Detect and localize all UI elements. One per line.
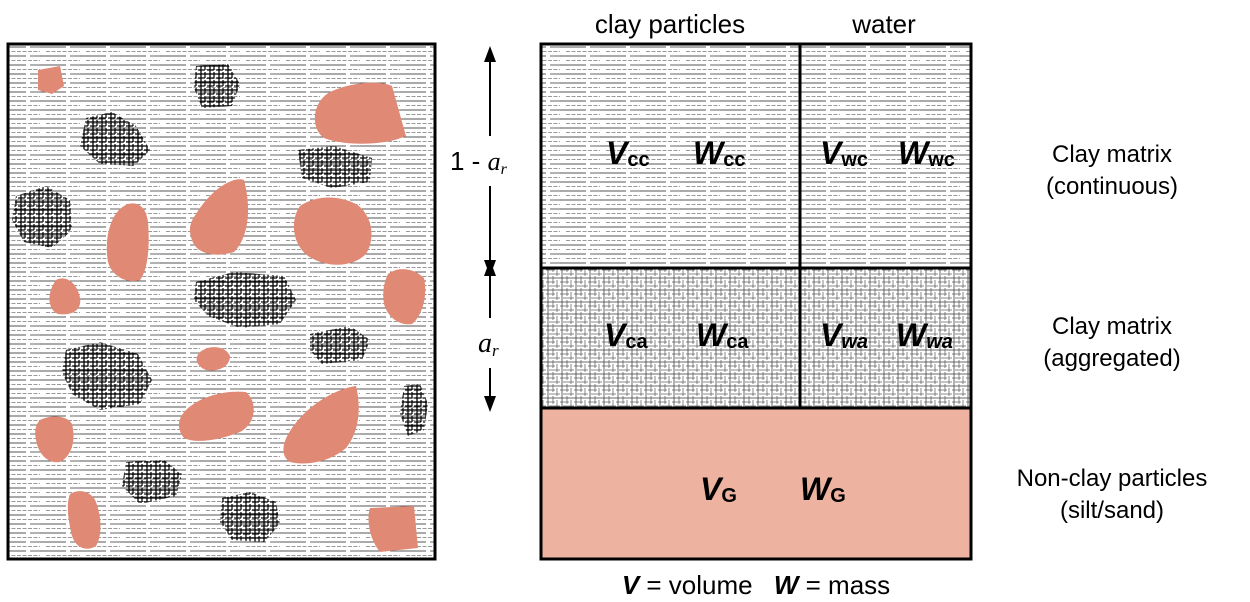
clay-aggregate [122,460,182,504]
clay-aggregate [194,64,240,108]
clay-aggregate [12,186,72,248]
header-clay-particles: clay particles [595,9,745,39]
ar-subscript: r [492,341,499,360]
legend-footer: V = volume W = mass [622,570,890,600]
lower-arrow-up-head [484,260,496,276]
clay-aggregates [12,64,428,542]
silt-sand-grain [67,491,101,549]
vca-label: Vca [604,317,648,353]
clay-aggregate [400,384,428,436]
sample-outline [6,42,437,561]
one-minus-prefix: 1 - [450,146,488,176]
clay-aggregate [298,146,372,188]
legend-w-symbol: W [774,570,801,600]
wwc-label: Wwc [898,135,955,171]
silt-sand-grain [314,82,406,144]
non-clay-grains [35,66,426,552]
vg-label: VG [700,471,737,507]
aggregated-label-line2: (aggregated) [1043,345,1180,372]
wg-label: WG [800,471,846,507]
ar-symbol: a [488,147,501,176]
silt-sand-grain [106,203,149,282]
silt-sand-grain [189,179,249,255]
nonclay-label-line1: Non-clay particles [1017,465,1208,492]
wwa-label: Wwa [896,317,953,353]
phase-diagram: clay particles water Vcc Wcc Vwc Wwc Vca… [539,9,973,561]
silt-sand-grain [178,391,254,441]
silt-sand-grain [196,347,230,371]
soil-sample-illustration [6,42,437,561]
non-clay-block [541,408,971,559]
silt-sand-grain [368,506,418,552]
ar-symbol: a [478,328,492,359]
legend-w-text: = mass [798,570,890,600]
silt-sand-grain [38,66,64,94]
silt-sand-grain [383,269,426,325]
silt-sand-grain [283,386,359,464]
clay-aggregate [62,342,152,410]
diagram-outline [539,42,973,561]
wcc-label: Wcc [693,135,745,171]
silt-sand-grain [35,416,74,463]
clay-aggregate [80,112,150,166]
legend-v-symbol: V [622,570,642,600]
vwc-label: Vwc [820,135,868,171]
header-water: water [851,9,916,39]
clay-aggregate [220,492,280,542]
silt-sand-grain [293,197,372,265]
continuous-label-line1: Clay matrix [1052,141,1172,168]
fraction-arrows: 1 - ar ar [450,46,508,412]
silt-sand-grain [49,278,81,315]
nonclay-label-line2: (silt/sand) [1060,497,1164,524]
vwa-label: Vwa [820,317,868,353]
legend-v-text: = volume [639,570,752,600]
ar-subscript: r [501,161,508,178]
continuous-label-line2: (continuous) [1046,173,1178,200]
aggregated-label-line1: Clay matrix [1052,313,1172,340]
vcc-label: Vcc [606,135,650,171]
side-labels: Clay matrix (continuous) Clay matrix (ag… [1017,141,1208,524]
clay-aggregate [194,272,296,328]
aggregated-clay-block [541,268,971,408]
one-minus-ar-label: 1 - ar [450,146,508,178]
continuous-clay-block [541,44,971,268]
upper-arrow-up-head [484,46,496,62]
ar-label: ar [478,328,499,360]
clay-aggregate [310,326,370,364]
wca-label: Wca [696,317,749,353]
lower-arrow-down-head [484,396,496,412]
